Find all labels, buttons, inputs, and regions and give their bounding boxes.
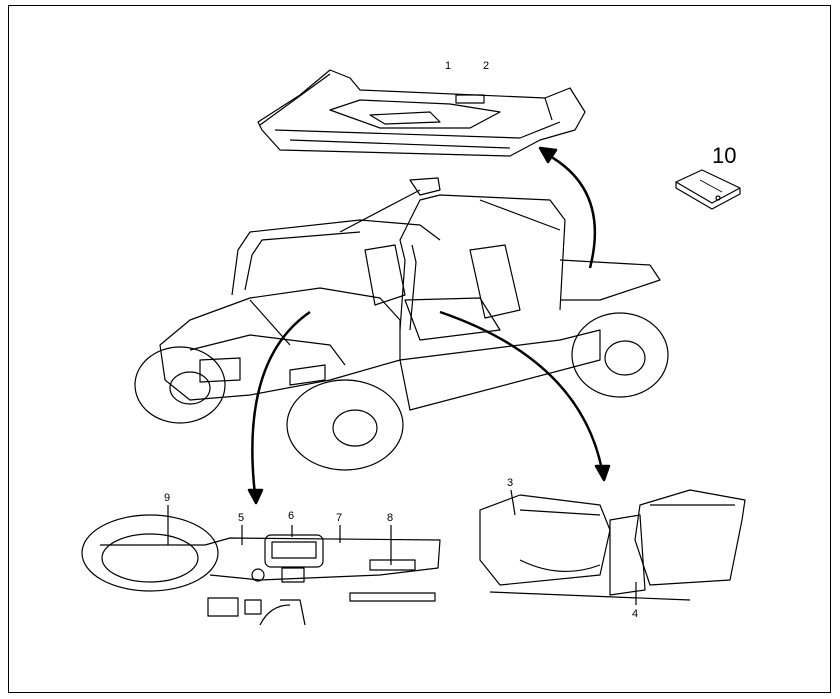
dashboard-drawing xyxy=(81,505,441,626)
seat-console-drawing xyxy=(479,489,746,605)
callout-10: 10 xyxy=(712,143,737,168)
callout-6: 6 xyxy=(288,510,295,522)
wheel xyxy=(571,312,669,398)
callout-8: 8 xyxy=(387,512,394,524)
callout-arrows xyxy=(247,146,611,505)
callout-2: 2 xyxy=(483,60,490,72)
cargo-tray-drawing xyxy=(257,69,586,157)
decal-10-drawing xyxy=(675,169,741,210)
callout-9: 9 xyxy=(164,492,171,504)
callout-3: 3 xyxy=(507,477,514,489)
callout-4: 4 xyxy=(632,608,639,620)
diagram-frame xyxy=(8,5,831,693)
vehicle-drawing xyxy=(134,177,669,471)
callout-1: 1 xyxy=(445,60,452,72)
callout-7: 7 xyxy=(336,512,343,524)
callout-5: 5 xyxy=(238,512,245,524)
wheel xyxy=(286,379,404,471)
wheel xyxy=(134,346,226,424)
